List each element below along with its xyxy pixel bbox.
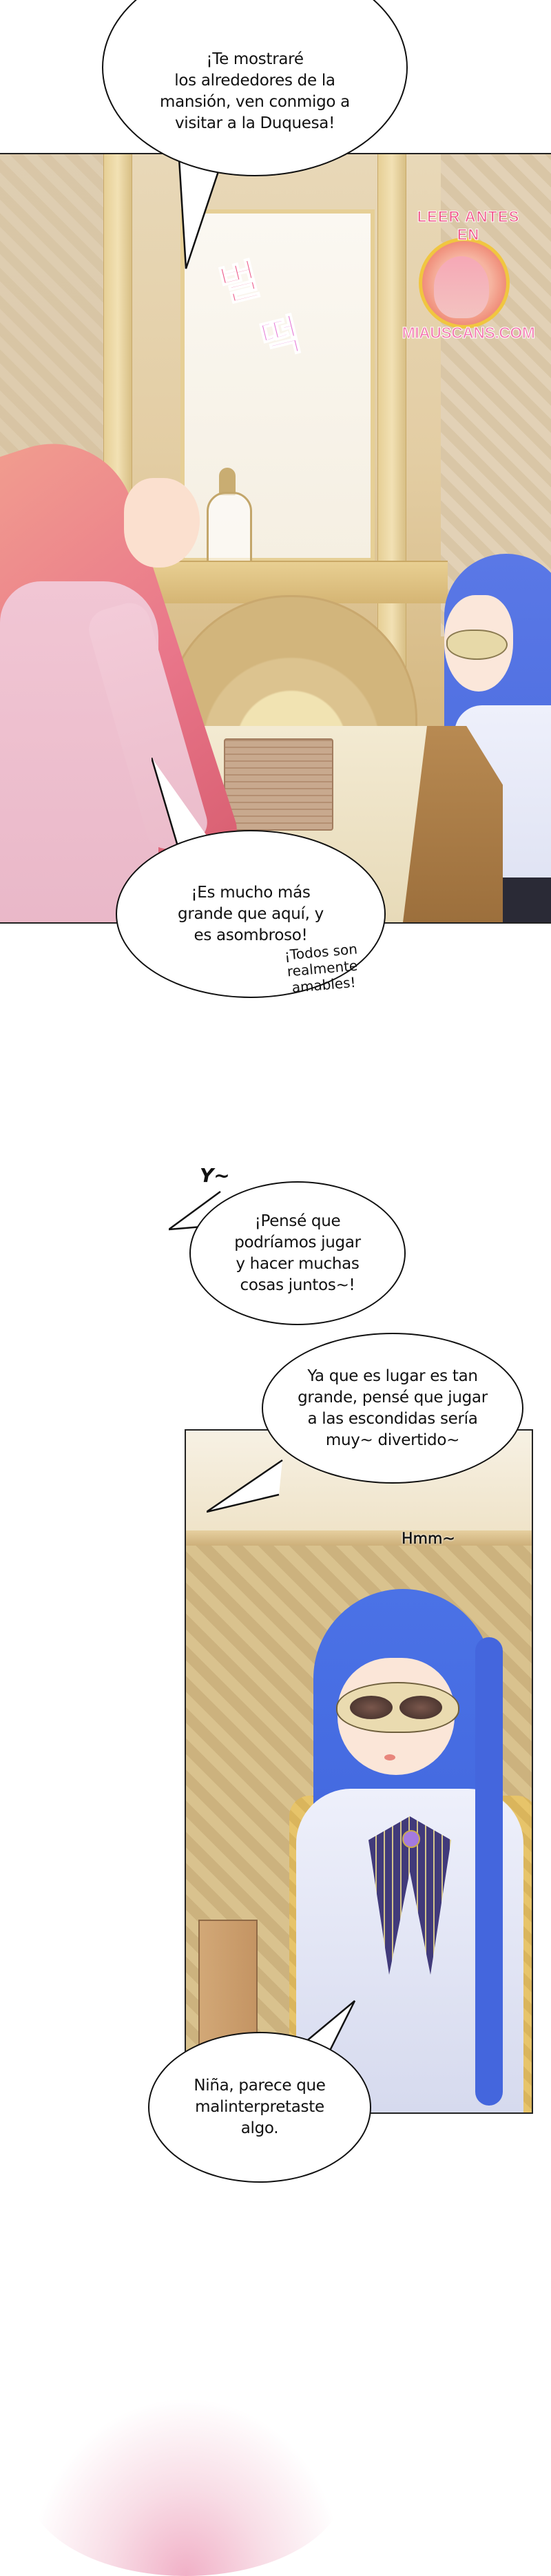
pink-burst-effect bbox=[28, 2397, 344, 2576]
speech-bubble-5-text: Niña, parece que malinterpretaste algo. bbox=[194, 2077, 326, 2137]
speech-bubble-1-text: ¡Te mostraré los alrededores de la mansi… bbox=[160, 50, 350, 132]
wicker-basket bbox=[224, 738, 333, 831]
mask-eye-left bbox=[350, 1696, 393, 1719]
hair-strand bbox=[475, 1637, 503, 2106]
speech-bubble-3: ¡Pensé que podríamos jugar y hacer mucha… bbox=[189, 1181, 406, 1325]
watermark-site-text[interactable]: MIAUSCANS.COM bbox=[402, 324, 535, 342]
bubble-tail bbox=[178, 158, 222, 269]
speech-bubble-1: ¡Te mostraré los alrededores de la mansi… bbox=[102, 0, 408, 176]
speech-bubble-5: Niña, parece que malinterpretaste algo. bbox=[148, 2032, 371, 2183]
child-mouth bbox=[384, 1754, 395, 1760]
panel-2 bbox=[185, 1429, 533, 2114]
boy-mask bbox=[446, 630, 508, 660]
wall-molding bbox=[186, 1530, 532, 1546]
aside-text-hmm: Hmm~ bbox=[402, 1530, 455, 1548]
bubble-tail bbox=[207, 1459, 283, 1513]
speech-bubble-2-text: ¡Es mucho más grande que aquí, y es asom… bbox=[178, 883, 324, 944]
lantern-cap bbox=[219, 468, 236, 495]
lantern bbox=[207, 492, 252, 572]
speech-bubble-4-text: Ya que es lugar es tan grande, pensé que… bbox=[298, 1367, 488, 1449]
cat-girl-mascot-icon bbox=[434, 256, 489, 318]
wood-pillar bbox=[377, 154, 406, 719]
speech-bubble-4: Ya que es lugar es tan grande, pensé que… bbox=[262, 1333, 523, 1484]
aside-text-y: Y~ bbox=[200, 1164, 230, 1187]
aside-text-todos: ¡Todos son realmente amables! bbox=[284, 940, 359, 996]
mask-eye-right bbox=[399, 1696, 442, 1719]
speech-bubble-2: ¡Es mucho más grande que aquí, y es asom… bbox=[116, 830, 386, 998]
amethyst-brooch bbox=[402, 1830, 420, 1848]
watermark-arc-text: LEER ANTES EN bbox=[417, 208, 520, 244]
speech-bubble-3-text: ¡Pensé que podríamos jugar y hacer mucha… bbox=[234, 1212, 361, 1294]
girl-face bbox=[124, 478, 200, 568]
